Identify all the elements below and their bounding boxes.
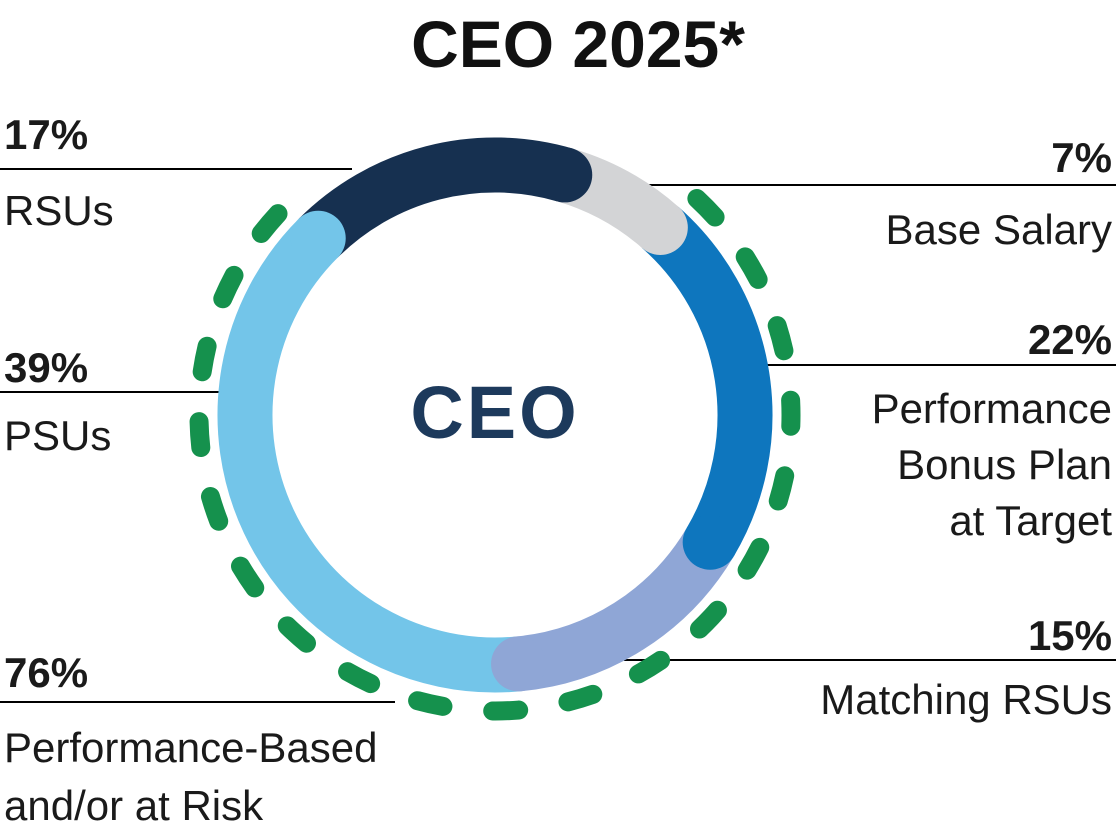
callout-performance-based-label-line1: Performance-Based — [4, 724, 378, 771]
callout-psus-percent: 39% — [4, 344, 89, 391]
callout-matching-rsus-percent: 15% — [1027, 612, 1112, 659]
callout-base-salary-label: Base Salary — [885, 206, 1112, 253]
callout-performance-based: 76% Performance-Based and/or at Risk — [4, 652, 378, 835]
callout-performance-bonus-label-line1: Performance — [871, 385, 1112, 432]
segment-cap-base-salary — [632, 199, 688, 255]
callout-rsus-label: RSUs — [4, 187, 114, 234]
callout-performance-bonus-label-line2: Bonus Plan — [897, 441, 1112, 488]
callout-performance-bonus-percent: 22% — [1027, 316, 1112, 363]
donut-center-label: CEO — [410, 371, 580, 454]
segment-cap-performance-bonus-plan-at-target — [682, 514, 738, 570]
callout-rsus-percent: 17% — [4, 111, 89, 158]
segment-cap-psus — [290, 210, 346, 266]
callout-psus-label: PSUs — [4, 412, 112, 459]
callout-rsus: 17% RSUs — [4, 114, 114, 239]
callout-performance-based-percent: 76% — [4, 649, 89, 696]
callout-base-salary-percent: 7% — [1051, 134, 1112, 181]
segment-arc-rsus — [298, 137, 573, 258]
segment-arc-psus — [217, 218, 522, 693]
segment-cap-matching-rsus — [491, 636, 547, 692]
callout-base-salary: 7% Base Salary — [886, 137, 1112, 258]
segment-cap-rsus — [537, 147, 593, 203]
segment-arc-matching-rsus — [515, 527, 734, 692]
callout-matching-rsus-label: Matching RSUs — [820, 676, 1112, 723]
callout-performance-bonus-label-line3: at Target — [949, 497, 1112, 544]
callout-performance-based-label-line2: and/or at Risk — [4, 782, 264, 829]
segment-arc-performance-bonus-plan-at-target — [641, 206, 773, 557]
chart-title: CEO 2025* — [411, 7, 745, 81]
risk-dash-arc — [189, 189, 801, 721]
callout-psus: 39% PSUs — [4, 347, 111, 464]
callout-performance-bonus: 22% Performance Bonus Plan at Target — [872, 319, 1112, 549]
callout-matching-rsus: 15% Matching RSUs — [820, 615, 1112, 728]
